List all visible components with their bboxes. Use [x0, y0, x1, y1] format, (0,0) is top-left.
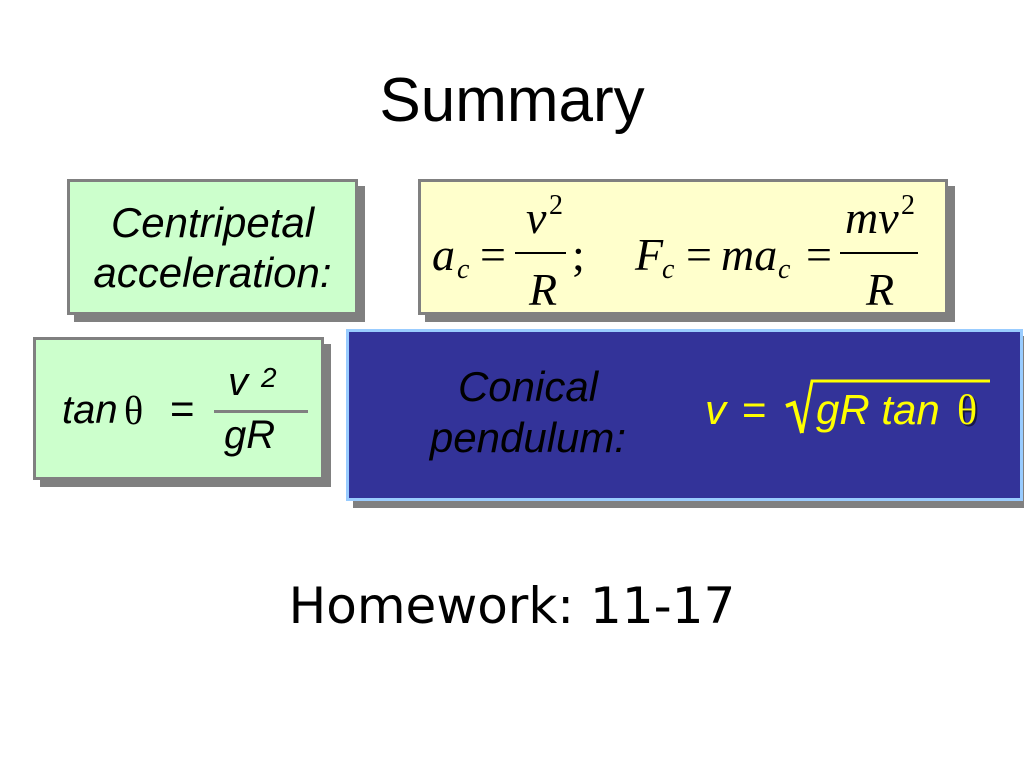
- fraction-denominator: gR: [224, 413, 276, 457]
- numerator-exponent: 2: [261, 362, 277, 393]
- fraction-numerator: mv: [845, 192, 899, 243]
- tan-formula-box: tan θ = v 2 gR: [33, 337, 324, 480]
- conical-pendulum-box: Conical pendulum: v = gR tan θ: [346, 329, 1023, 501]
- radicand: gR tan: [816, 386, 940, 433]
- equals-sign: =: [806, 229, 832, 280]
- tan-function: tan: [62, 388, 118, 432]
- conical-pendulum-label: Conical pendulum:: [400, 361, 656, 463]
- fraction-numerator: v: [526, 192, 547, 243]
- fraction-denominator: R: [866, 264, 895, 315]
- square-root-icon: [785, 379, 990, 434]
- theta-symbol: θ: [124, 388, 144, 433]
- numerator-exponent: 2: [901, 190, 915, 221]
- centripetal-label-line1: Centripetal: [110, 199, 315, 246]
- centripetal-formula-box: a c = v 2 R ; F c = ma c = mv 2 R: [418, 179, 948, 315]
- force-symbol: F: [635, 229, 664, 280]
- equals-sign: =: [480, 229, 506, 280]
- equals-sign: =: [686, 229, 712, 280]
- acceleration-symbol: a: [432, 229, 455, 280]
- fraction-bar: [840, 252, 918, 254]
- formula-separator: ;: [572, 229, 585, 280]
- fraction-denominator: R: [529, 264, 558, 315]
- theta-symbol: θ: [957, 388, 978, 434]
- centripetal-label-box: Centripetal acceleration:: [67, 179, 358, 315]
- conical-pendulum-label-line1: Conical: [457, 363, 599, 410]
- equals-sign: =: [170, 385, 195, 432]
- acceleration-subscript: c: [457, 254, 470, 285]
- slide-title: Summary: [379, 66, 645, 135]
- force-subscript: c: [662, 254, 675, 285]
- numerator-exponent: 2: [549, 190, 563, 221]
- centripetal-label: Centripetal acceleration:: [70, 198, 355, 298]
- conical-pendulum-label-line2: pendulum:: [429, 414, 627, 461]
- velocity-symbol: v: [705, 386, 726, 433]
- mass-times-acceleration: ma: [721, 229, 778, 280]
- centripetal-label-line2: acceleration:: [93, 249, 332, 296]
- fraction-numerator: v: [228, 360, 248, 404]
- fraction-bar: [214, 410, 308, 413]
- equals-sign: =: [742, 386, 767, 433]
- fraction-bar: [515, 252, 566, 254]
- homework-note: Homework: 11-17: [288, 577, 736, 635]
- acceleration-subscript: c: [778, 254, 791, 285]
